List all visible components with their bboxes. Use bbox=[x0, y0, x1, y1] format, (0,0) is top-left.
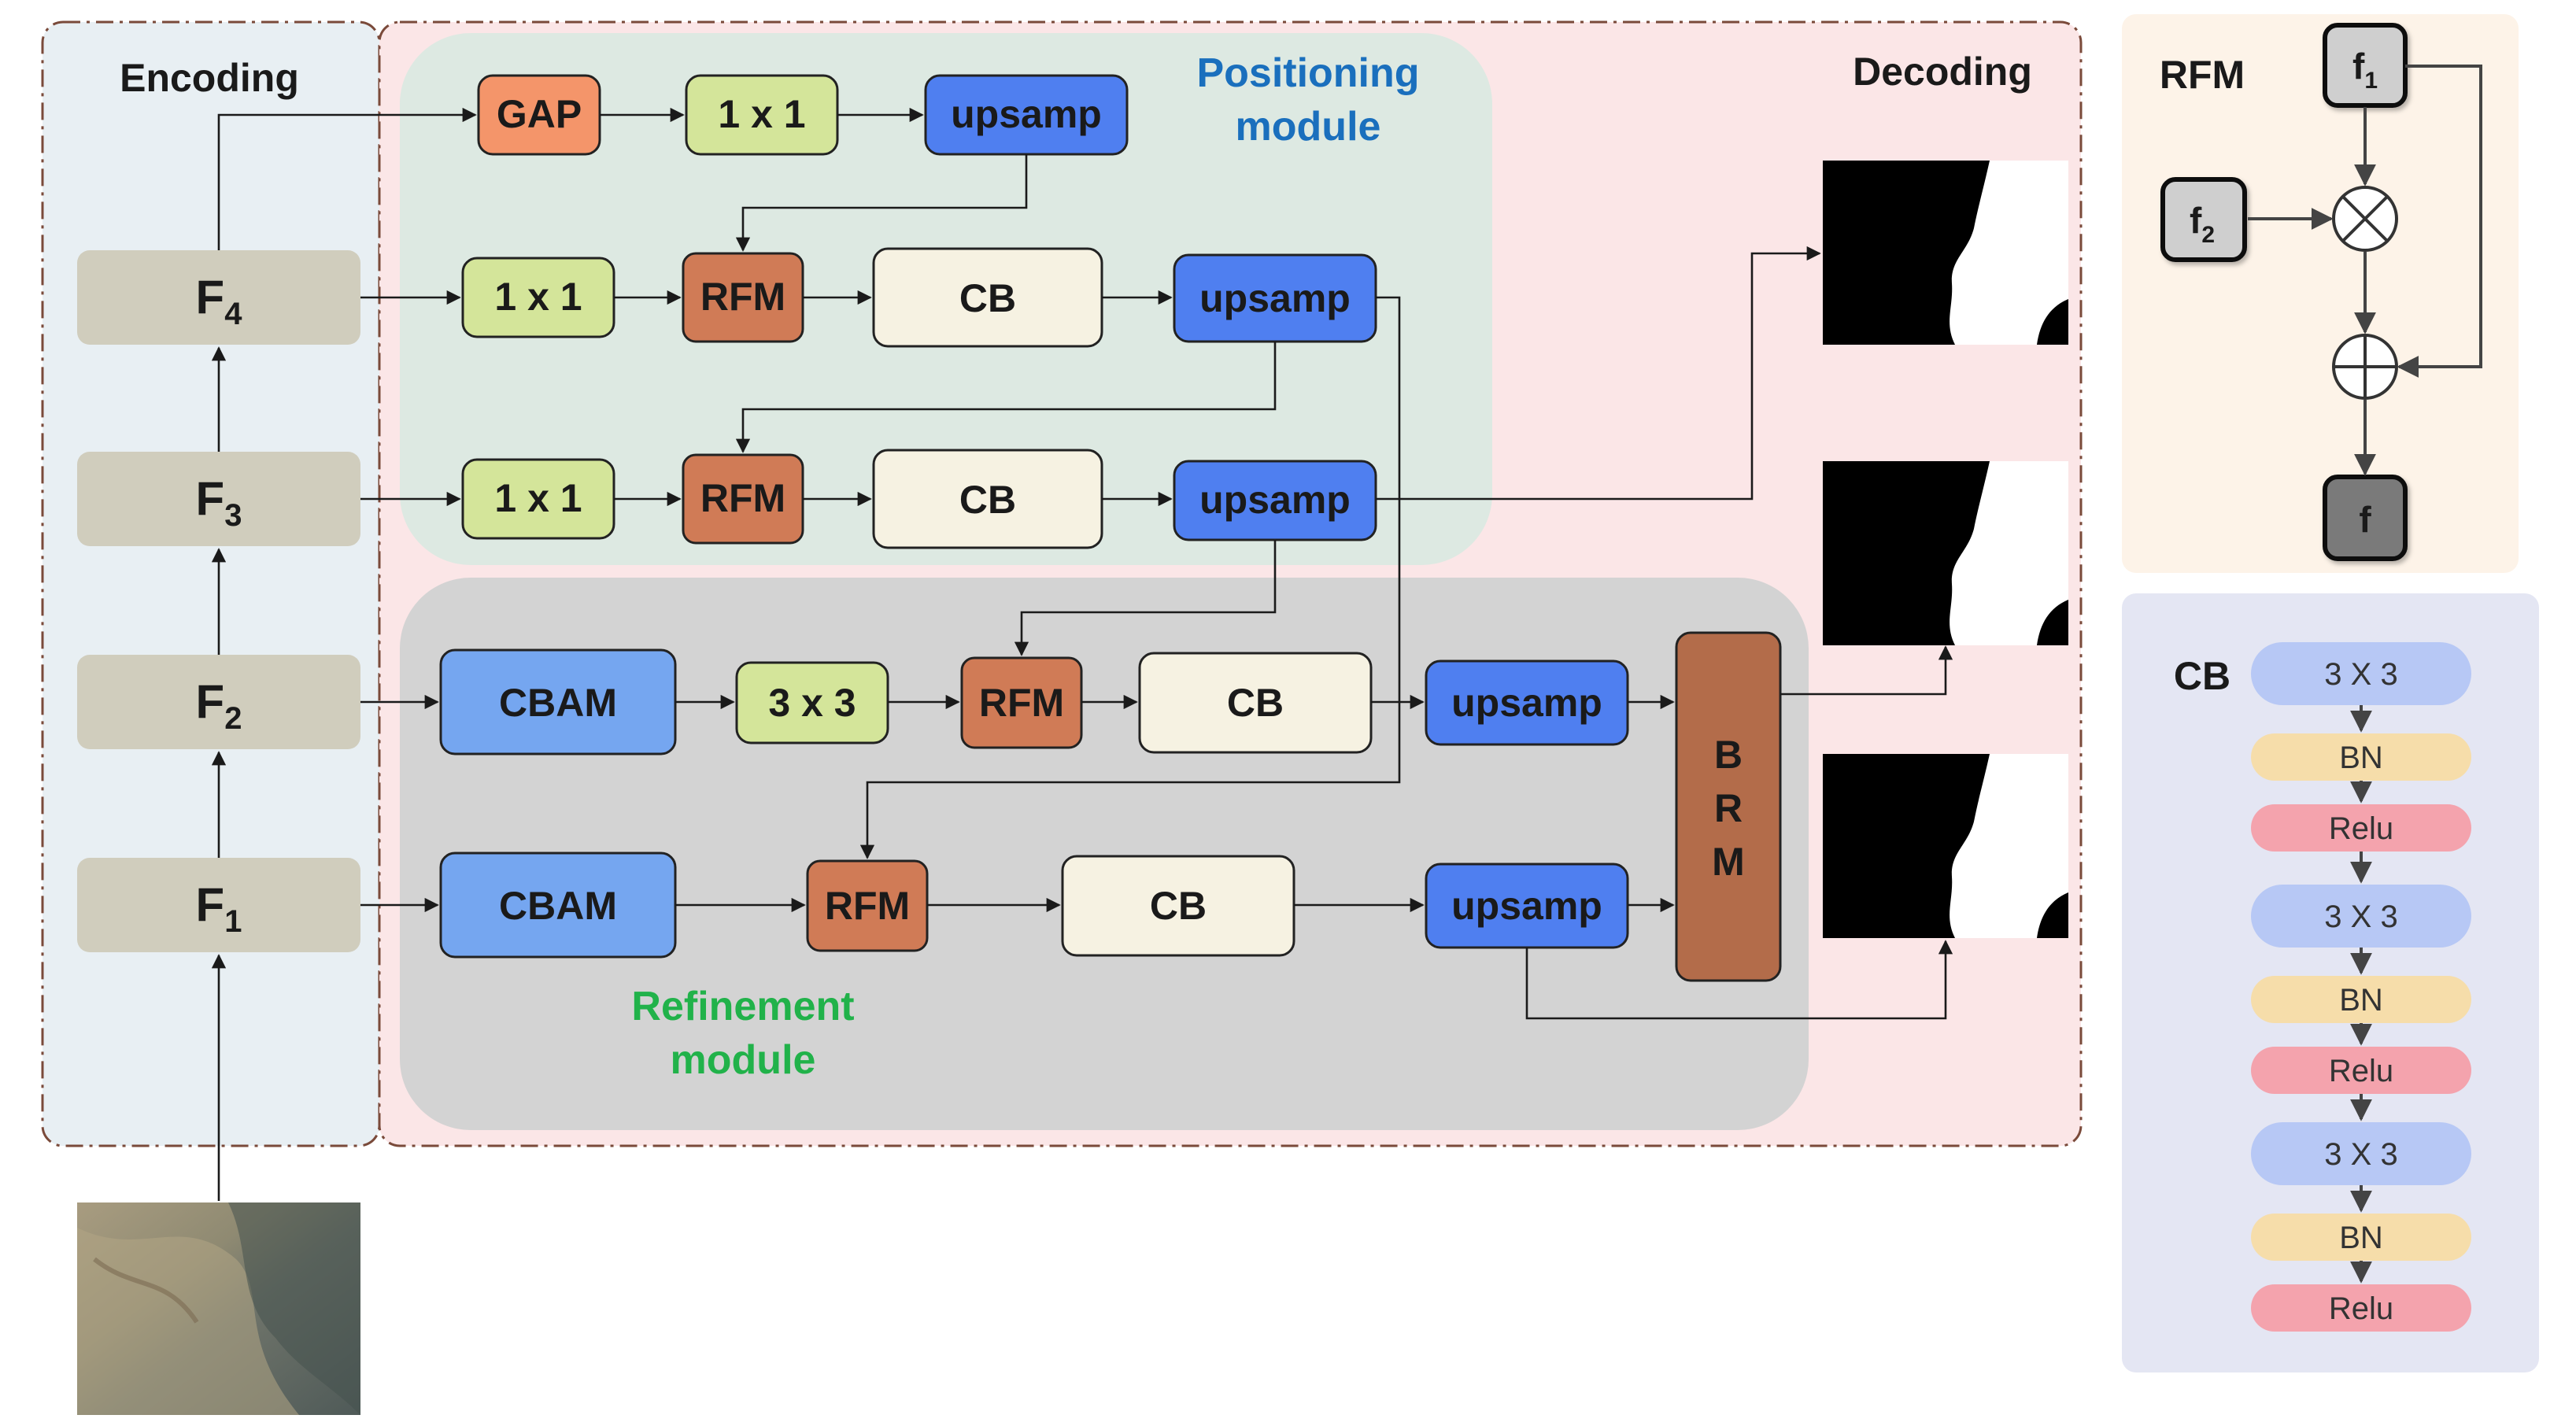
svg-text:F2: F2 bbox=[196, 675, 242, 736]
svg-text:F4: F4 bbox=[196, 271, 243, 331]
connectors bbox=[211, 107, 1953, 1201]
cb-layer-bn-3: BN bbox=[2251, 1214, 2471, 1261]
svg-text:upsamp: upsamp bbox=[1199, 478, 1351, 522]
svg-text:3 x 3: 3 x 3 bbox=[768, 681, 856, 725]
brm-block: B R M bbox=[1675, 631, 1782, 982]
svg-text:RFM: RFM bbox=[825, 884, 910, 928]
svg-text:3 X 3: 3 X 3 bbox=[2324, 657, 2397, 692]
svg-text:f: f bbox=[2359, 499, 2371, 540]
svg-text:f1: f1 bbox=[2352, 46, 2378, 94]
svg-text:upsamp: upsamp bbox=[951, 92, 1102, 136]
output-mask-2 bbox=[1823, 461, 2068, 645]
svg-text:3 X 3: 3 X 3 bbox=[2324, 1137, 2397, 1172]
svg-text:CB: CB bbox=[959, 478, 1016, 522]
svg-text:RFM: RFM bbox=[979, 681, 1064, 725]
cb-block-f3: CB bbox=[872, 449, 1103, 549]
svg-text:RFM: RFM bbox=[700, 275, 785, 319]
cb-layer-relu-1: Relu bbox=[2251, 804, 2471, 852]
cb-block-f1: CB bbox=[1061, 855, 1295, 957]
positioning-module-title-line1: Positioning bbox=[1196, 50, 1419, 96]
rfm-block-f4: RFM bbox=[682, 252, 804, 343]
feature-f1: F1 bbox=[77, 858, 360, 952]
rfm-detail: f1 f2 f bbox=[2160, 23, 2482, 561]
cbam-block-f2: CBAM bbox=[439, 648, 677, 755]
svg-text:1 x 1: 1 x 1 bbox=[494, 476, 582, 520]
svg-text:B: B bbox=[1714, 733, 1743, 777]
upsamp-block-f2: upsamp bbox=[1425, 659, 1629, 746]
rfm-block-f3: RFM bbox=[682, 453, 804, 545]
output-mask-1 bbox=[1823, 161, 2068, 345]
cb-layer-conv-2: 3 X 3 bbox=[2251, 885, 2471, 948]
rfm-detail-panel bbox=[2122, 14, 2519, 573]
positioning-module-title-line2: module bbox=[1236, 104, 1381, 150]
rfm-detail-title: RFM bbox=[2160, 53, 2245, 97]
cb-layer-bn-1: BN bbox=[2251, 733, 2471, 781]
cb-layer-relu-2: Relu bbox=[2251, 1047, 2471, 1094]
svg-text:1 x 1: 1 x 1 bbox=[718, 92, 805, 136]
conv1x1-block-f3: 1 x 1 bbox=[461, 458, 615, 540]
cbam-block-f1: CBAM bbox=[439, 852, 677, 959]
svg-text:upsamp: upsamp bbox=[1451, 681, 1602, 725]
feature-f2: F2 bbox=[77, 655, 360, 749]
svg-text:Relu: Relu bbox=[2329, 1054, 2393, 1088]
circle-plus-icon bbox=[2332, 334, 2398, 400]
svg-text:R: R bbox=[1714, 786, 1743, 830]
svg-text:M: M bbox=[1712, 840, 1745, 884]
rfm-block-f2: RFM bbox=[960, 656, 1083, 749]
feature-f3: F3 bbox=[77, 452, 360, 546]
conv1x1-block-top: 1 x 1 bbox=[685, 74, 839, 156]
svg-text:F1: F1 bbox=[196, 878, 242, 939]
rfm-block-f1: RFM bbox=[806, 859, 929, 952]
svg-text:1 x 1: 1 x 1 bbox=[494, 275, 582, 319]
svg-text:BN: BN bbox=[2339, 983, 2383, 1018]
svg-text:CB: CB bbox=[959, 276, 1016, 320]
cb-block-f2: CB bbox=[1138, 652, 1373, 754]
svg-text:Relu: Relu bbox=[2329, 1291, 2393, 1326]
rfm-detail-out bbox=[2323, 475, 2408, 561]
svg-text:CBAM: CBAM bbox=[499, 884, 617, 928]
feature-f4: F4 bbox=[77, 250, 360, 345]
encoding-panel bbox=[41, 20, 381, 1147]
circle-times-icon bbox=[2332, 186, 2398, 252]
upsamp-block-f1: upsamp bbox=[1425, 863, 1629, 949]
gap-block: GAP bbox=[477, 74, 601, 156]
upsamp-block-f3: upsamp bbox=[1173, 460, 1377, 541]
svg-text:3 X 3: 3 X 3 bbox=[2324, 900, 2397, 934]
svg-text:F3: F3 bbox=[196, 472, 242, 533]
upsamp-block-top: upsamp bbox=[924, 74, 1129, 156]
svg-text:RFM: RFM bbox=[700, 476, 785, 520]
input-image bbox=[77, 1202, 360, 1415]
svg-text:BN: BN bbox=[2339, 741, 2383, 775]
svg-text:f2: f2 bbox=[2190, 200, 2215, 248]
svg-text:CB: CB bbox=[1150, 884, 1207, 928]
output-mask-3 bbox=[1823, 754, 2068, 938]
cb-layer-conv-3: 3 X 3 bbox=[2251, 1122, 2471, 1185]
svg-text:CB: CB bbox=[1227, 681, 1284, 725]
decoding-title: Decoding bbox=[1853, 50, 2032, 94]
conv1x1-block-f4: 1 x 1 bbox=[461, 257, 615, 338]
refinement-module-title-line1: Refinement bbox=[631, 984, 854, 1029]
cb-layer-relu-3: Relu bbox=[2251, 1284, 2471, 1332]
encoding-title: Encoding bbox=[120, 56, 299, 100]
svg-text:GAP: GAP bbox=[497, 92, 582, 136]
cb-detail: 3 X 3 BN Relu 3 X 3 BN Relu 3 X 3 BN Rel… bbox=[2251, 642, 2471, 1332]
cb-detail-title: CB bbox=[2174, 654, 2230, 698]
svg-text:upsamp: upsamp bbox=[1451, 884, 1602, 928]
upsamp-block-f4: upsamp bbox=[1173, 253, 1377, 343]
refinement-module-title-line2: module bbox=[671, 1037, 816, 1083]
cb-layer-bn-2: BN bbox=[2251, 976, 2471, 1023]
svg-text:upsamp: upsamp bbox=[1199, 276, 1351, 320]
conv3x3-block-f2: 3 x 3 bbox=[735, 661, 889, 744]
svg-text:BN: BN bbox=[2339, 1221, 2383, 1255]
cb-layer-conv-1: 3 X 3 bbox=[2251, 642, 2471, 705]
rfm-detail-f2 bbox=[2160, 177, 2247, 262]
cb-block-f4: CB bbox=[872, 247, 1103, 348]
svg-text:CBAM: CBAM bbox=[499, 681, 617, 725]
svg-text:Relu: Relu bbox=[2329, 811, 2393, 846]
